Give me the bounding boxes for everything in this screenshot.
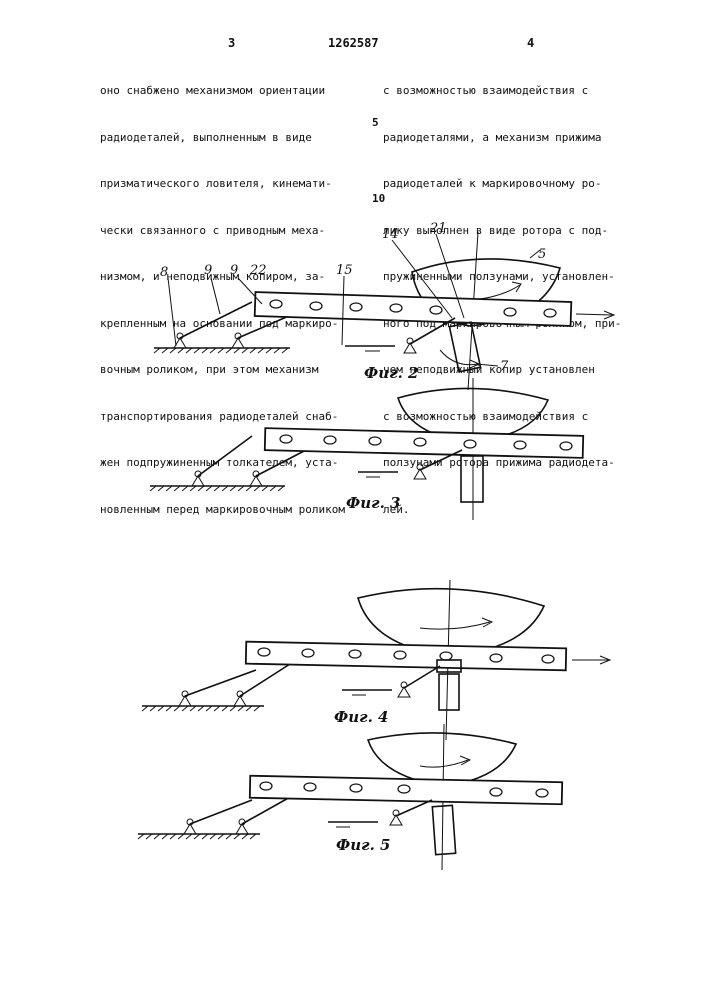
pusher-lever	[190, 800, 252, 824]
leader-line	[211, 278, 220, 314]
label-8: 8	[160, 265, 168, 280]
pusher-lever	[404, 666, 440, 688]
arrow-head	[460, 756, 470, 765]
rotation-arrow	[420, 622, 490, 629]
pusher-lever	[256, 450, 306, 476]
label-15: 15	[336, 263, 353, 278]
figure-2: 8 9 9 22 15 14 21 5 7 Фиг. 2	[154, 221, 614, 390]
conveyor-bar	[255, 292, 572, 326]
figure-3-caption: Фиг. 3	[346, 494, 400, 512]
figure-4-caption: Фиг. 4	[334, 708, 388, 726]
leader-line	[238, 278, 262, 304]
press-slider	[439, 674, 459, 710]
figure-5: Фиг. 5	[138, 724, 562, 870]
leader-line	[168, 278, 176, 346]
rotation-arrow	[470, 285, 520, 300]
figure-2-caption: Фиг. 2	[364, 364, 418, 382]
conveyor-bar	[250, 776, 562, 805]
figure-3: Фиг. 3	[150, 378, 583, 520]
label-9: 9	[204, 263, 212, 278]
pusher-lever	[240, 664, 290, 696]
conveyor-bar	[265, 428, 583, 458]
label-9: 9	[230, 263, 238, 278]
figure-5-caption: Фиг. 5	[336, 836, 390, 854]
figure-4: Фиг. 4	[142, 580, 610, 740]
pusher-lever	[396, 800, 432, 816]
label-21: 21	[429, 221, 447, 236]
label-7: 7	[500, 359, 509, 374]
press-slider	[432, 805, 455, 854]
label-5: 5	[538, 247, 546, 262]
feed-arrow	[576, 314, 612, 315]
label-14: 14	[382, 227, 399, 242]
rotation-arrow	[440, 350, 478, 365]
pusher-lever	[198, 436, 252, 476]
rotation-arrow	[420, 760, 468, 767]
press-slider	[461, 456, 483, 502]
label-22: 22	[249, 263, 267, 278]
pusher-lever	[180, 302, 252, 338]
